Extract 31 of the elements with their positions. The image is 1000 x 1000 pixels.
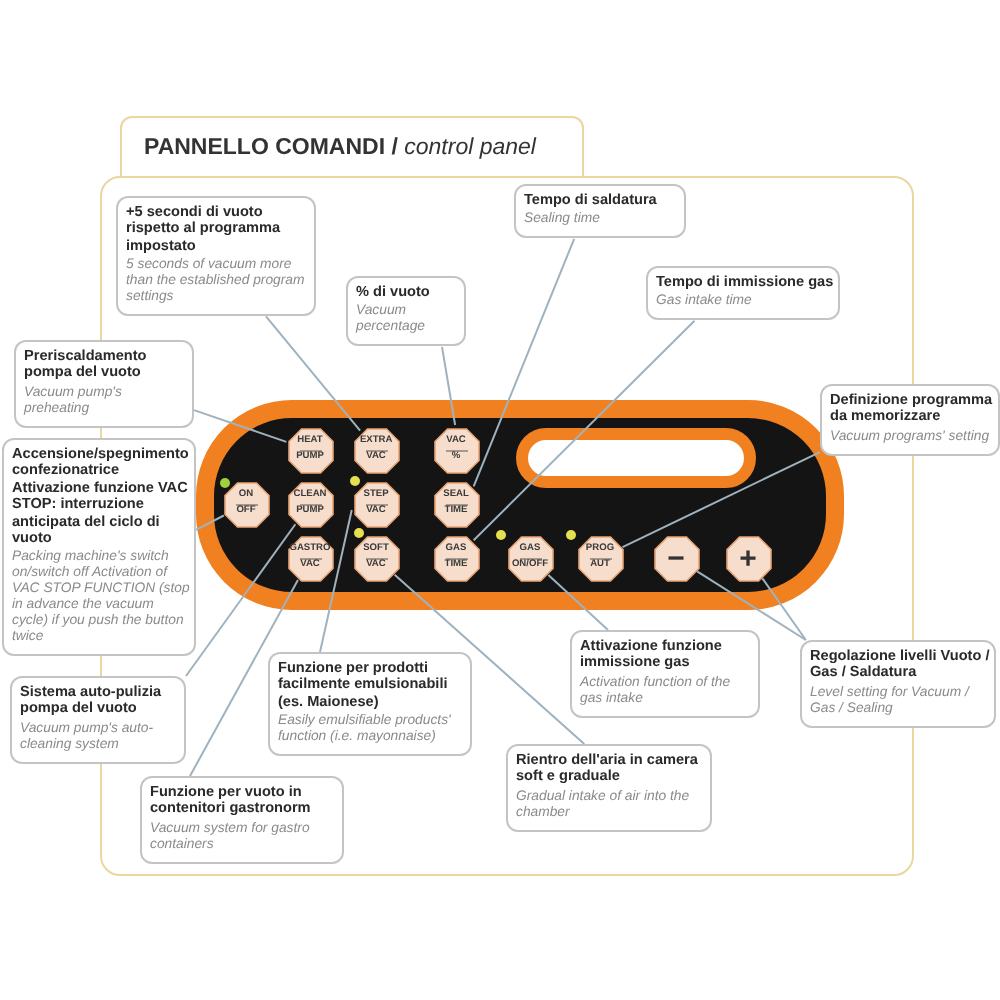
callout-box	[10, 676, 186, 764]
callout-box	[514, 184, 686, 239]
callout-box	[346, 276, 466, 347]
leader-line	[393, 573, 586, 745]
leader-line	[193, 409, 288, 443]
callout-box	[2, 438, 196, 657]
leader-line	[547, 573, 609, 631]
leader-line	[472, 319, 696, 542]
leader-line	[189, 578, 299, 777]
leader-line	[761, 577, 807, 641]
callout-box	[646, 266, 840, 321]
leader-line	[696, 570, 807, 641]
callout-box	[820, 384, 1000, 456]
leader-line	[621, 451, 821, 549]
display-window	[516, 428, 756, 488]
callout-box	[116, 196, 316, 317]
callout-box	[570, 630, 760, 718]
leader-line	[441, 345, 457, 426]
panel-title: PANNELLO COMANDI / control panel	[144, 134, 536, 162]
panel-button: −	[653, 535, 699, 581]
leader-line	[185, 523, 297, 677]
panel-button: +	[725, 535, 771, 581]
leader-line	[195, 514, 225, 531]
leader-line	[472, 237, 576, 488]
callout-box	[140, 776, 344, 864]
callout-box	[268, 652, 472, 757]
leader-line	[265, 315, 362, 432]
callout-box	[14, 340, 194, 428]
callout-box	[506, 744, 712, 832]
leader-line	[319, 509, 353, 653]
callout-box	[800, 640, 996, 728]
